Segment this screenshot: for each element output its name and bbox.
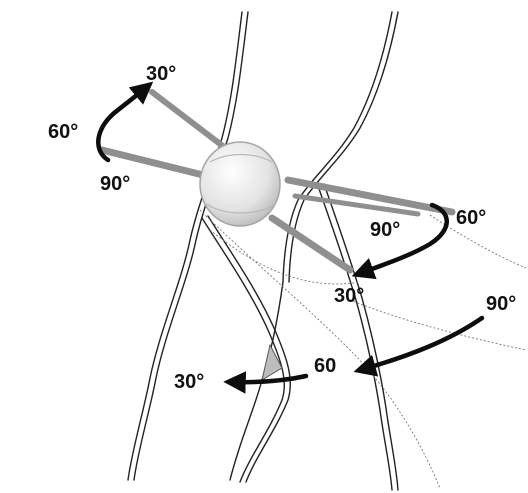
label-right-90: 90° — [370, 219, 400, 241]
guide-lines — [200, 210, 526, 488]
shaded-region — [262, 345, 282, 380]
label-upper-left-90: 90° — [100, 173, 130, 195]
label-upper-left-60: 60° — [48, 121, 78, 143]
lower-limb-left-edge-inner — [208, 216, 290, 482]
label-lower-60: 60 — [314, 355, 336, 377]
joint-bead — [200, 142, 280, 226]
label-upper-left-30: 30° — [146, 63, 176, 85]
label-right-30: 30° — [334, 285, 364, 307]
label-lower-30: 30° — [174, 371, 204, 393]
label-lower-90: 90° — [486, 293, 516, 315]
rod-upper-left-30 — [152, 92, 228, 150]
label-right-60: 60° — [456, 207, 486, 229]
